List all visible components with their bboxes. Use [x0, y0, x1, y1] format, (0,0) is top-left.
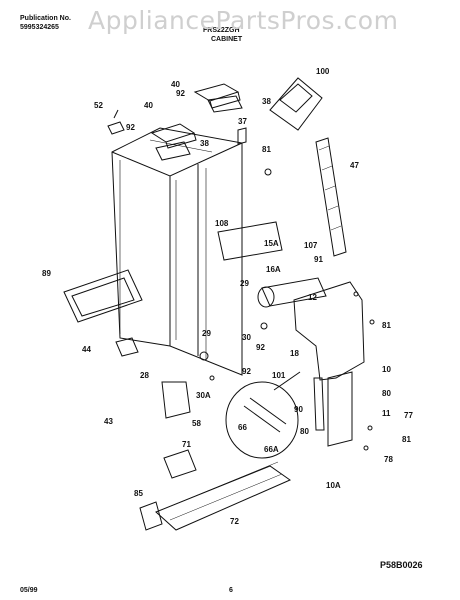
footer-page: 6 — [229, 587, 233, 594]
callout-10: 10 — [382, 365, 391, 374]
callout-29: 29 — [202, 329, 211, 338]
callout-92: 92 — [176, 89, 185, 98]
watermark: AppliancePartsPros.com — [88, 6, 399, 35]
callout-66: 66 — [238, 423, 247, 432]
callout-40: 40 — [144, 101, 153, 110]
callout-47: 47 — [350, 161, 359, 170]
callout-108: 108 — [215, 219, 229, 228]
callout-107: 107 — [304, 241, 318, 250]
callout-30A: 30A — [196, 391, 211, 400]
callout-29: 29 — [240, 279, 249, 288]
callout-18: 18 — [290, 349, 299, 358]
callout-80: 80 — [300, 427, 309, 436]
callout-92: 92 — [126, 123, 135, 132]
callout-92: 92 — [256, 343, 265, 352]
grille-part — [155, 465, 292, 531]
callout-92: 92 — [242, 367, 251, 376]
callout-66A: 66A — [264, 445, 279, 454]
callout-91: 91 — [314, 255, 323, 264]
callout-77: 77 — [404, 411, 413, 420]
callout-38: 38 — [200, 139, 209, 148]
callout-81: 81 — [262, 145, 271, 154]
callout-101: 101 — [272, 371, 286, 380]
callout-58: 58 — [192, 419, 201, 428]
callout-52: 52 — [94, 101, 103, 110]
publication-number: 5995324265 — [20, 24, 59, 31]
detail-circle — [225, 381, 299, 459]
callout-71: 71 — [182, 440, 191, 449]
duct-part — [315, 137, 347, 257]
callout-78: 78 — [384, 455, 393, 464]
callout-81: 81 — [402, 435, 411, 444]
cabinet-outline — [111, 127, 243, 376]
callout-11: 11 — [382, 409, 391, 418]
callout-89: 89 — [42, 269, 51, 278]
callout-37: 37 — [238, 117, 247, 126]
callout-43: 43 — [104, 417, 113, 426]
footer-date: 05/99 — [20, 587, 38, 594]
callout-40: 40 — [171, 80, 180, 89]
publication-label: Publication No. — [20, 15, 71, 22]
model-number: FRS22ZGH — [203, 27, 240, 34]
callout-80: 80 — [382, 389, 391, 398]
callout-44: 44 — [82, 345, 91, 354]
callout-90: 90 — [294, 405, 303, 414]
callout-38: 38 — [262, 97, 271, 106]
section-title: CABINET — [211, 36, 243, 43]
callout-81: 81 — [382, 321, 391, 330]
callout-85: 85 — [134, 489, 143, 498]
callout-28: 28 — [140, 371, 149, 380]
top-hinge-part — [193, 83, 241, 109]
callout-100: 100 — [316, 67, 330, 76]
callout-30: 30 — [242, 333, 251, 342]
hinge-part — [150, 123, 197, 149]
callout-12: 12 — [308, 293, 317, 302]
callout-10A: 10A — [326, 481, 341, 490]
callout-16A: 16A — [266, 265, 281, 274]
callout-72: 72 — [230, 517, 239, 526]
figure-id: P58B0026 — [380, 560, 423, 570]
callout-15A: 15A — [264, 239, 279, 248]
